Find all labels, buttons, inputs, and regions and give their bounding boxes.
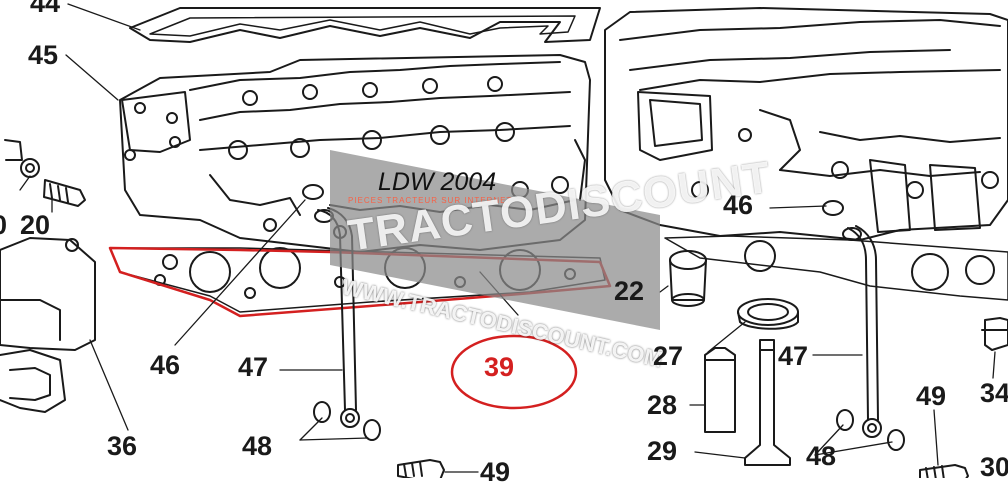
bolt-20 — [43, 179, 86, 207]
side-cover-36 — [0, 237, 96, 413]
part-label-27: 27 — [653, 341, 684, 371]
part-label-29: 29 — [647, 436, 678, 466]
part-label-0: 0 — [0, 212, 7, 239]
valve-ring-27 — [737, 298, 799, 330]
part-label-49-right: 49 — [916, 381, 947, 411]
part-label-20: 20 — [20, 210, 51, 240]
head-gasket-right — [664, 235, 1008, 301]
part-label-47-left: 47 — [238, 352, 269, 382]
oil-pipe-right-47 — [822, 200, 905, 451]
bolt-49-left — [397, 459, 445, 478]
part-label-49-left: 49 — [480, 457, 511, 487]
part-label-39: 39 — [484, 352, 515, 382]
part-label-46-right: 46 — [723, 190, 754, 220]
part-label-48-right: 48 — [806, 441, 837, 471]
highlight-ellipse-39 — [450, 334, 578, 410]
part-label-44: 44 — [30, 0, 61, 18]
part-label-46-left: 46 — [150, 350, 181, 380]
watermark-tagline: PIECES TRACTEUR SUR INTERNET — [348, 196, 513, 205]
engine-model-label: LDW 2004 — [378, 168, 497, 196]
valve-seal-22 — [669, 250, 707, 307]
nut-left — [4, 139, 40, 178]
part-label-45: 45 — [28, 40, 59, 70]
cylinder-head-right — [604, 7, 1008, 241]
valve-29 — [744, 339, 791, 466]
part-label-47-right: 47 — [778, 341, 809, 371]
part-label-34: 34 — [980, 378, 1008, 408]
part-label-22: 22 — [614, 276, 645, 306]
part-label-36: 36 — [107, 431, 138, 461]
part-label-48-left: 48 — [242, 431, 273, 461]
part-34 — [981, 317, 1008, 351]
watermark-band — [330, 150, 660, 330]
valve-cover-gasket — [129, 7, 601, 43]
part-label-28: 28 — [647, 390, 678, 420]
valve-guide-28 — [704, 347, 736, 433]
bolt-49-right — [919, 464, 969, 478]
part-label-30: 30 — [980, 452, 1008, 482]
